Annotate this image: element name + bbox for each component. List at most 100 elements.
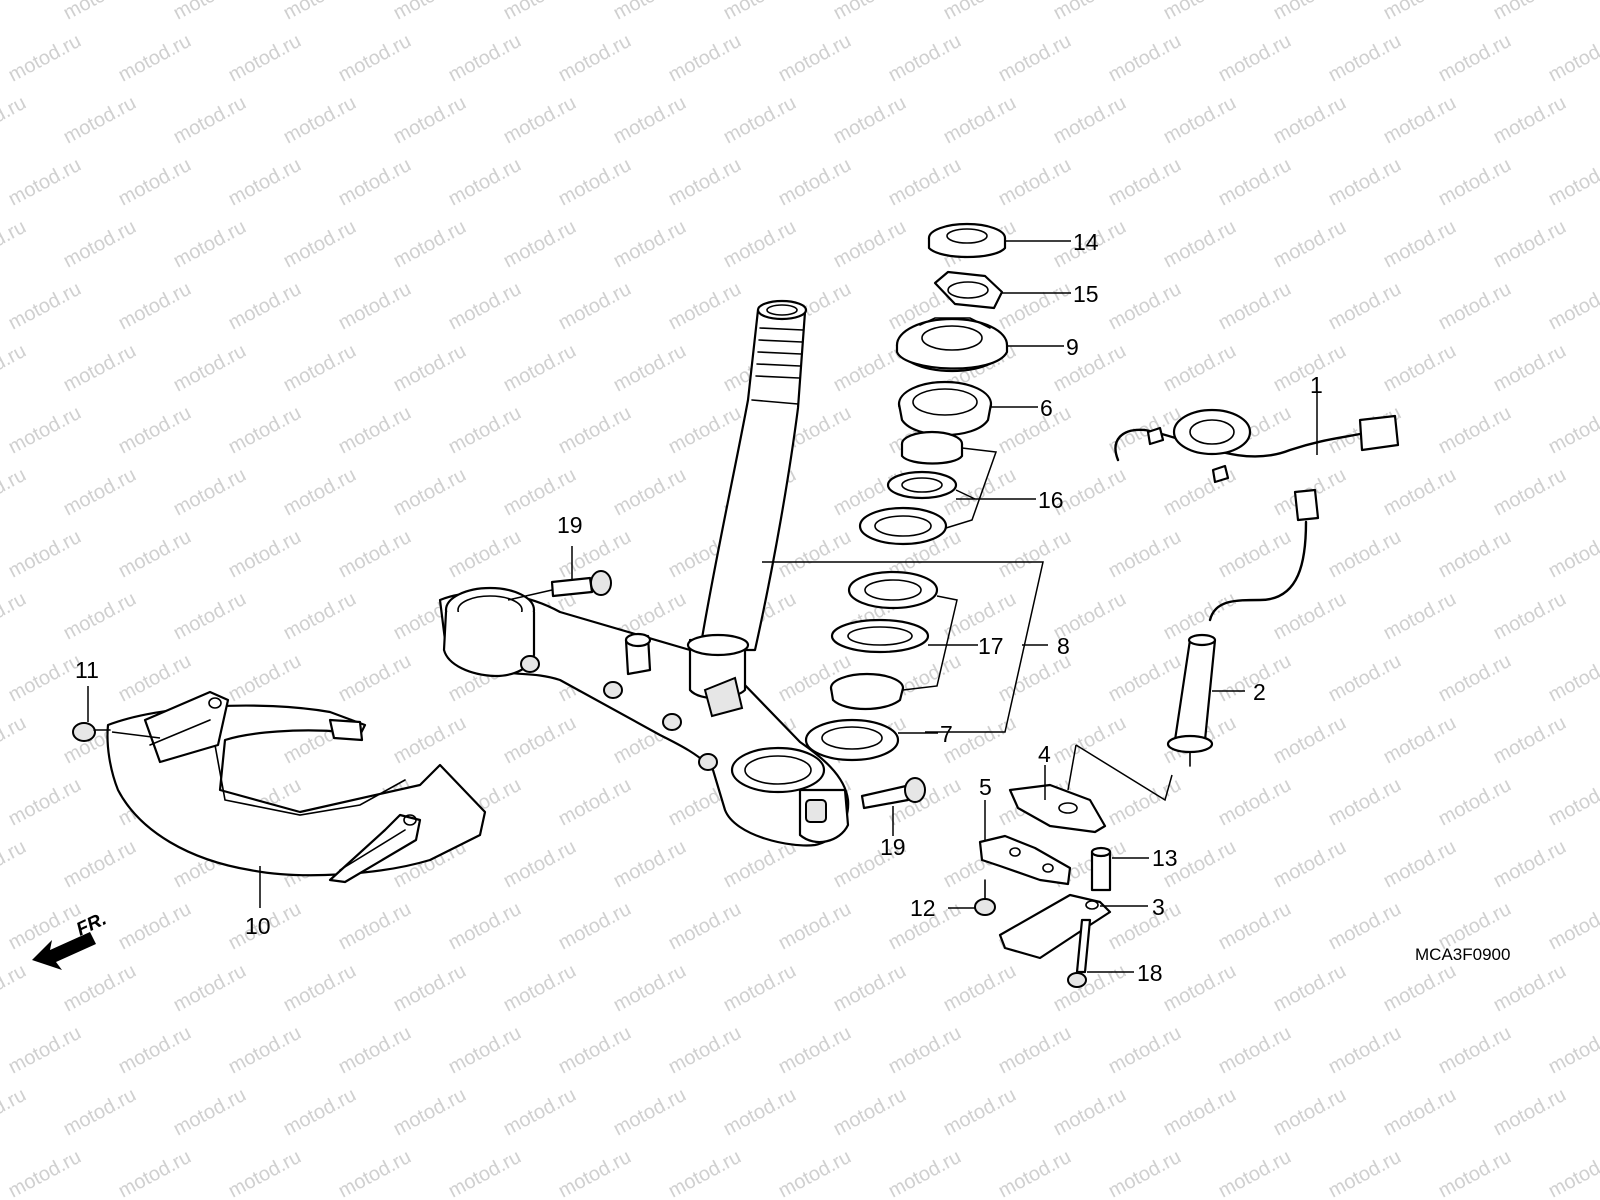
watermark-text: motod.ru <box>720 216 800 272</box>
watermark-text: motod.ru <box>610 1084 690 1140</box>
watermark-text: motod.ru <box>1160 92 1240 148</box>
watermark-text: motod.ru <box>170 464 250 520</box>
watermark-text: motod.ru <box>1435 1146 1515 1200</box>
watermark-text: motod.ru <box>665 898 745 954</box>
watermark-text: motod.ru <box>1380 588 1460 644</box>
watermark-text: motod.ru <box>225 526 305 582</box>
watermark-text: motod.ru <box>940 1084 1020 1140</box>
bolt-11-part <box>72 722 111 742</box>
bolt-18-part <box>1067 918 1092 988</box>
watermark-text: motod.ru <box>775 154 855 210</box>
watermark-text: motod.ru <box>170 1084 250 1140</box>
callout-3: 3 <box>1152 894 1165 920</box>
watermark-text: motod.ru <box>1050 340 1130 396</box>
watermark-text: motod.ru <box>335 402 415 458</box>
watermark-text: motod.ru <box>1380 960 1460 1016</box>
watermark-text: motod.ru <box>0 0 30 24</box>
watermark-text: motod.ru <box>775 526 855 582</box>
watermark-text: motod.ru <box>1325 898 1405 954</box>
watermark-text: motod.ru <box>5 1022 85 1078</box>
watermark-text: motod.ru <box>335 1146 415 1200</box>
watermark-text: motod.ru <box>60 1084 140 1140</box>
watermark-text: motod.ru <box>1105 526 1185 582</box>
watermark-text: motod.ru <box>1380 216 1460 272</box>
watermark-text: motod.ru <box>1490 836 1570 892</box>
watermark-text: motod.ru <box>280 0 360 24</box>
watermark-text: motod.ru <box>5 526 85 582</box>
watermark-text: motod.ru <box>1545 402 1600 458</box>
watermark-text: motod.ru <box>1380 92 1460 148</box>
watermark-text: motod.ru <box>335 154 415 210</box>
watermark-text: motod.ru <box>720 92 800 148</box>
watermark-text: motod.ru <box>280 588 360 644</box>
watermark-text: motod.ru <box>170 588 250 644</box>
watermark-text: motod.ru <box>1490 588 1570 644</box>
watermark-text: motod.ru <box>720 1084 800 1140</box>
watermark-text: motod.ru <box>1050 1084 1130 1140</box>
watermark-text: motod.ru <box>1050 0 1130 24</box>
watermark-text: motod.ru <box>390 712 470 768</box>
watermark-text: motod.ru <box>500 216 580 272</box>
watermark-text: motod.ru <box>1105 278 1185 334</box>
watermark-text: motod.ru <box>555 1022 635 1078</box>
watermark-text: motod.ru <box>390 216 470 272</box>
watermark-text: motod.ru <box>335 898 415 954</box>
watermark-text: motod.ru <box>60 588 140 644</box>
watermark-text: motod.ru <box>1050 712 1130 768</box>
watermark-text: motod.ru <box>500 712 580 768</box>
watermark-text: motod.ru <box>335 278 415 334</box>
watermark-text: motod.ru <box>115 278 195 334</box>
adjusting-nut-9-part <box>895 317 1009 373</box>
callout-15: 15 <box>1073 281 1099 307</box>
watermark-text: motod.ru <box>1435 154 1515 210</box>
watermark-text: motod.ru <box>1325 278 1405 334</box>
bolt-19-upper-part <box>550 570 612 598</box>
watermark-text: motod.ru <box>555 898 635 954</box>
watermark-text: motod.ru <box>885 30 965 86</box>
dust-seal-6-part <box>897 380 993 436</box>
watermark-text: motod.ru <box>995 1146 1075 1200</box>
watermark-text: motod.ru <box>830 960 910 1016</box>
watermark-text: motod.ru <box>0 712 30 768</box>
dust-seal-7-part <box>804 718 900 762</box>
watermark-text: motod.ru <box>445 1022 525 1078</box>
watermark-text: motod.ru <box>1215 154 1295 210</box>
lock-washer-15-part <box>933 270 1004 310</box>
watermark-text: motod.ru <box>170 340 250 396</box>
watermark-text: motod.ru <box>610 960 690 1016</box>
watermark-text: motod.ru <box>1435 650 1515 706</box>
watermark-text: motod.ru <box>225 154 305 210</box>
watermark-text: motod.ru <box>610 216 690 272</box>
watermark-text: motod.ru <box>1160 340 1240 396</box>
watermark-text: motod.ru <box>775 1146 855 1200</box>
watermark-text: motod.ru <box>5 278 85 334</box>
bracket-3-part <box>998 893 1112 960</box>
watermark-text: motod.ru <box>280 92 360 148</box>
watermark-text: motod.ru <box>995 30 1075 86</box>
diagram-code: MCA3F0900 <box>1415 945 1510 964</box>
callout-10: 10 <box>245 913 271 939</box>
watermark-text: motod.ru <box>830 0 910 24</box>
watermark-text: motod.ru <box>0 340 30 396</box>
watermark-text: motod.ru <box>775 1022 855 1078</box>
watermark-text: motod.ru <box>1490 1084 1570 1140</box>
watermark-text: motod.ru <box>555 154 635 210</box>
watermark-text: motod.ru <box>500 92 580 148</box>
watermark-text: motod.ru <box>1325 1022 1405 1078</box>
watermark-text: motod.ru <box>115 526 195 582</box>
callout-2: 2 <box>1253 679 1266 705</box>
watermark-text: motod.ru <box>0 836 30 892</box>
watermark-text: motod.ru <box>665 402 745 458</box>
watermark-text: motod.ru <box>1545 30 1600 86</box>
watermark-text: motod.ru <box>1435 30 1515 86</box>
watermark-text: motod.ru <box>1490 960 1570 1016</box>
watermark-text: motod.ru <box>1545 1022 1600 1078</box>
watermark-text: motod.ru <box>60 340 140 396</box>
watermark-text: motod.ru <box>225 650 305 706</box>
watermark-text: motod.ru <box>775 898 855 954</box>
watermark-text: motod.ru <box>610 464 690 520</box>
watermark-text: motod.ru <box>885 1022 965 1078</box>
watermark-text: motod.ru <box>720 960 800 1016</box>
watermark-text: motod.ru <box>1270 960 1350 1016</box>
